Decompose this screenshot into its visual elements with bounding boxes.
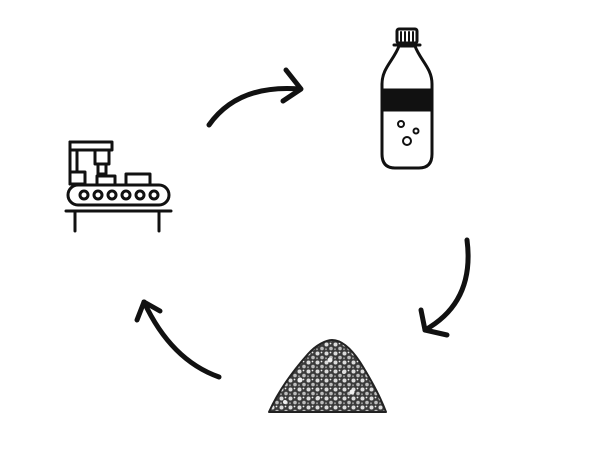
arrow-pellets-to-factory (134, 299, 222, 380)
arrow-factory-to-bottle (206, 67, 304, 128)
factory-conveyor-icon (64, 140, 173, 233)
plastic-bottle-icon (380, 27, 434, 170)
plastic-pellets-pile-icon (268, 339, 387, 413)
arrow-bottle-to-pellets (418, 237, 471, 338)
